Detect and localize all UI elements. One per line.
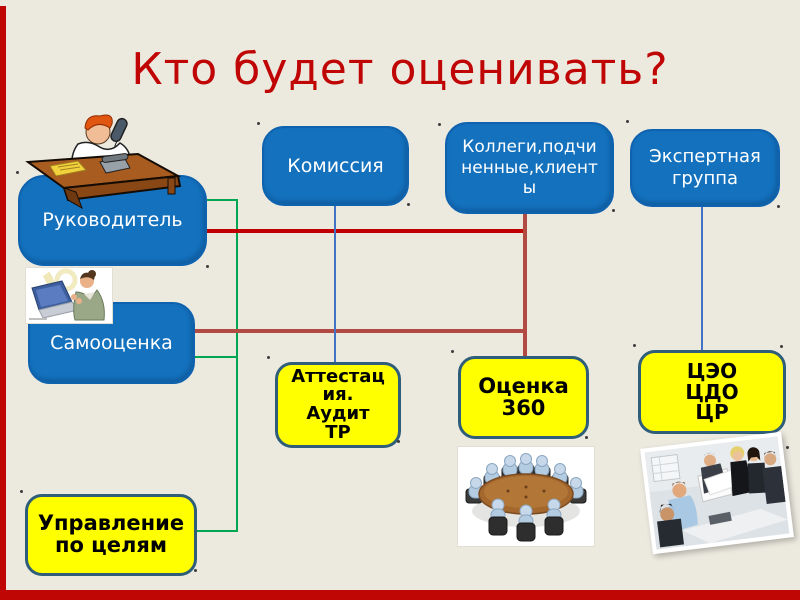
evaluator-label-komissiya: Комиссия	[287, 154, 384, 177]
anchor-dot	[786, 446, 789, 449]
connector-green-vertical	[236, 199, 238, 532]
method-box-ocenka360[interactable]: Оценка 360	[458, 356, 589, 439]
anchor-dot	[407, 203, 410, 206]
manager-at-desk-clipart[interactable]	[22, 110, 190, 210]
anchor-dot	[451, 350, 454, 353]
method-box-ceo[interactable]: ЦЭО ЦДО ЦР	[638, 350, 786, 434]
anchor-dot	[397, 440, 400, 443]
evaluator-label-samoocenka: Самооценка	[50, 331, 173, 354]
evaluator-label-rukovoditel: Руководитель	[42, 209, 183, 232]
method-label-attestaciya: Аттестац ия. Аудит ТР	[291, 365, 385, 443]
anchor-dot	[194, 569, 197, 572]
woman-with-laptop-icon	[29, 268, 105, 321]
anchor-dot	[633, 344, 636, 347]
anchor-dot	[206, 265, 209, 268]
connector-red-vertical	[523, 210, 527, 358]
connector-green-rukovoditel	[203, 199, 238, 201]
method-label-ocenka360: Оценка 360	[478, 373, 569, 420]
anchor-dot	[267, 356, 270, 359]
round-table-meeting-clipart[interactable]	[458, 447, 594, 546]
method-box-attestaciya[interactable]: Аттестац ия. Аудит ТР	[275, 362, 401, 448]
anchor-dot	[20, 490, 23, 493]
left-accent-bar	[0, 6, 6, 600]
evaluator-box-ekspertnaya[interactable]: Экспертная группа	[630, 129, 780, 207]
woman-with-laptop-clipart[interactable]	[26, 268, 112, 323]
evaluator-box-kollegi[interactable]: Коллеги,подчи ненные,клиент ы	[445, 122, 614, 214]
business-team-photo-image	[644, 436, 790, 550]
connector-red-rukovoditel	[203, 229, 527, 233]
anchor-dot	[585, 436, 588, 439]
anchor-dot	[612, 209, 615, 212]
evaluator-box-komissiya[interactable]: Комиссия	[262, 126, 409, 206]
connector-red-samoocenka	[191, 329, 525, 333]
round-table-meeting-icon	[465, 453, 587, 542]
method-label-ceo: ЦЭО ЦДО ЦР	[685, 359, 739, 425]
connector-blue-komissiya	[334, 202, 336, 363]
connector-blue-ekspertnaya	[701, 203, 703, 351]
anchor-dot	[626, 120, 629, 123]
method-box-upravlenie[interactable]: Управление по целям	[25, 494, 197, 576]
business-team-photo[interactable]	[640, 431, 794, 555]
connector-green-samoocenka	[191, 356, 238, 358]
anchor-dot	[438, 123, 441, 126]
method-label-upravlenie: Управление по целям	[37, 511, 185, 557]
evaluator-label-ekspertnaya: Экспертная группа	[649, 146, 761, 189]
evaluator-label-kollegi: Коллеги,подчи ненные,клиент ы	[461, 137, 598, 199]
connector-green-upravlenie	[191, 530, 238, 532]
anchor-dot	[780, 345, 783, 348]
bottom-accent-bar	[0, 590, 800, 600]
manager-at-desk-icon	[25, 114, 182, 210]
anchor-dot	[257, 122, 260, 125]
slide-title[interactable]: Кто будет оценивать?	[131, 44, 669, 95]
anchor-dot	[777, 205, 780, 208]
anchor-dot	[16, 171, 19, 174]
